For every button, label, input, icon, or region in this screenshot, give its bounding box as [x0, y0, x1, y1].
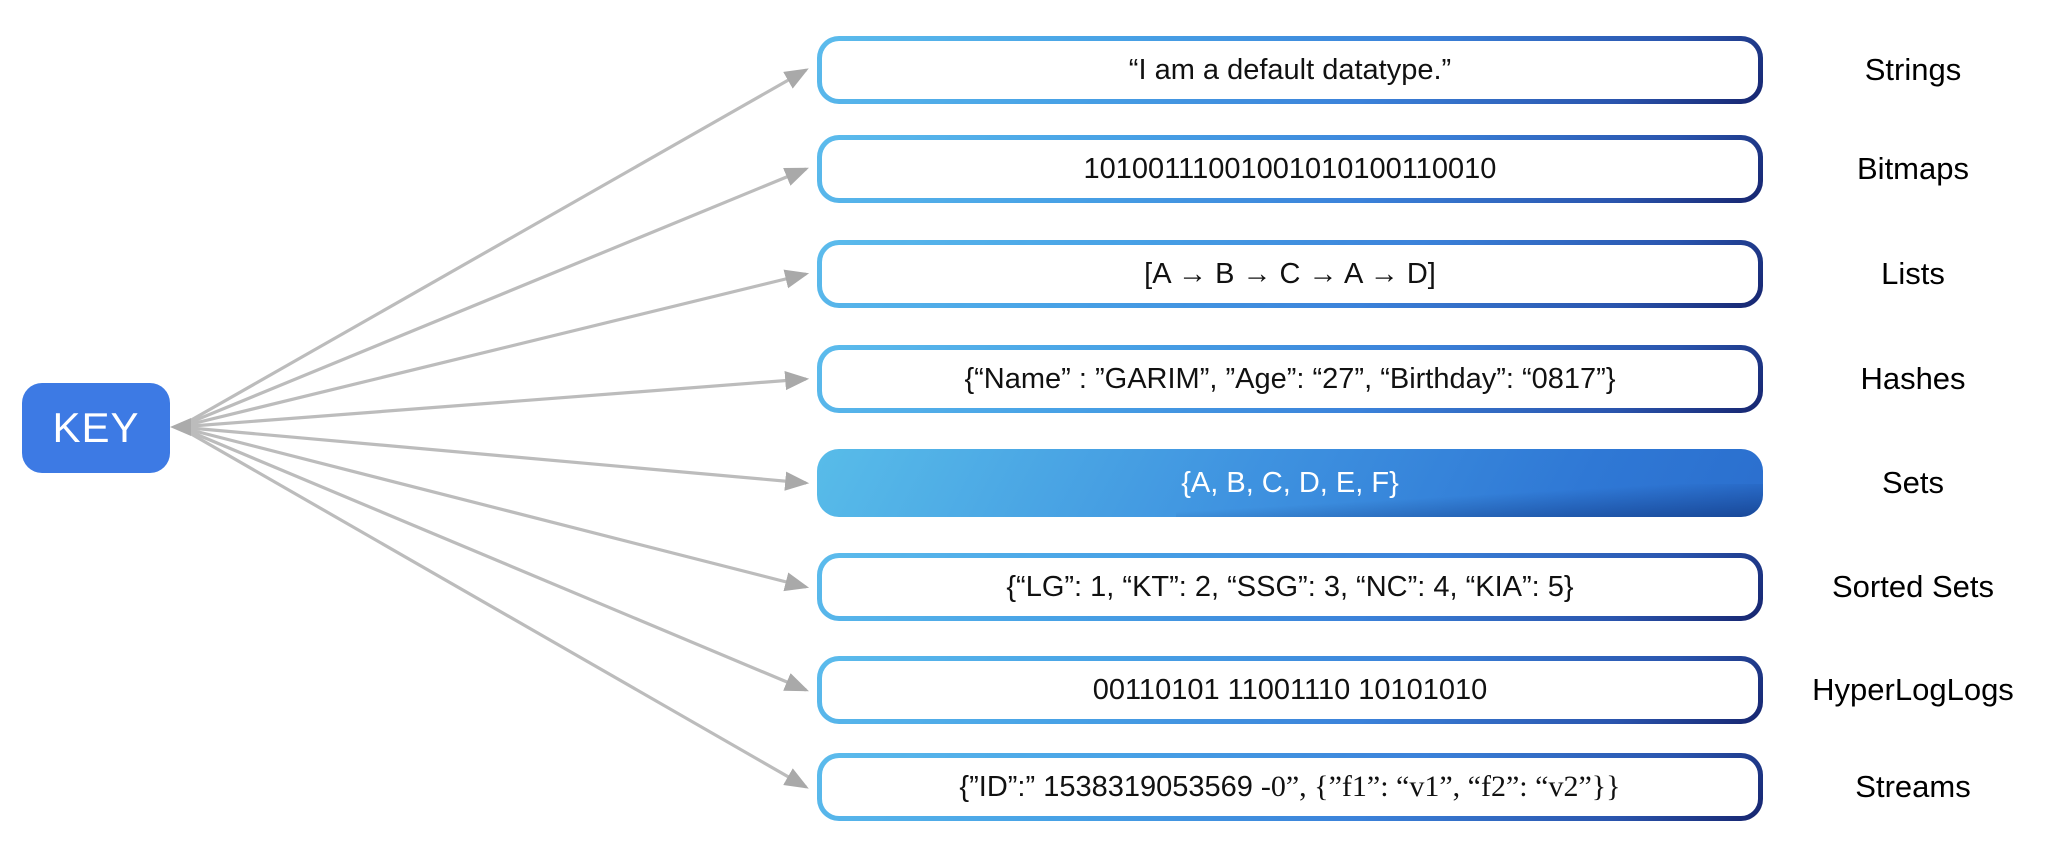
value-box-strings: “I am a default datatype.” [817, 36, 1763, 104]
arrow-to-lists [178, 269, 810, 429]
type-label-hashes: Hashes [1860, 361, 1966, 396]
sets-value: {A, B, C, D, E, F} [1181, 466, 1399, 499]
value-box-streams: {”ID”:” 1538319053569 -0”, {”f1”: “v1”, … [817, 753, 1763, 821]
sorted-sets-value: {“LG”: 1, “KT”: 2, “SSG”: 3, “NC”: 4, “K… [1006, 570, 1574, 603]
strings-value: “I am a default datatype.” [1128, 53, 1452, 86]
type-label-sets: Sets [1881, 465, 1945, 500]
arrowhead-at-key [170, 418, 191, 436]
value-box-bitmaps: 10100111001001010100110010 [817, 135, 1763, 203]
arrow-to-hashes [178, 371, 810, 429]
value-box-hyperloglogs: 00110101 11001110 10101010 [817, 656, 1763, 724]
value-box-sorted-sets: {“LG”: 1, “KT”: 2, “SSG”: 3, “NC”: 4, “K… [817, 553, 1763, 621]
bitmaps-value: 10100111001001010100110010 [1083, 152, 1497, 185]
arrow-to-sets [178, 425, 810, 491]
streams-value-serif: -0”, {”f1”: “v1”, “f2”: “v2”}} [1260, 770, 1621, 803]
hashes-value: {“Name” : ”GARIM”, ”Age”: “27”, “Birthda… [964, 362, 1616, 395]
arrow-to-streams [178, 425, 809, 789]
value-box-sets: {A, B, C, D, E, F} [817, 449, 1763, 517]
type-label-hyperloglogs: HyperLogLogs [1812, 672, 2014, 707]
type-label-streams: Streams [1855, 769, 1971, 804]
type-label-lists: Lists [1881, 256, 1945, 291]
arrow-to-sorted-sets [178, 425, 810, 592]
arrow-to-strings [178, 68, 809, 429]
type-label-strings: Strings [1864, 52, 1962, 87]
value-box-lists: [A → B → C → A → D] [817, 240, 1763, 308]
type-label-bitmaps: Bitmaps [1857, 151, 1969, 186]
key-node: KEY [22, 383, 170, 473]
hyperloglogs-value: 00110101 11001110 10101010 [1092, 673, 1488, 706]
key-node-label: KEY [52, 404, 140, 451]
streams-value-sans: {”ID”:” 1538319053569 [959, 770, 1253, 803]
type-label-sorted-sets: Sorted Sets [1832, 569, 1994, 604]
arrow-to-bitmaps [178, 167, 809, 429]
lists-value: [A → B → C → A → D] [1144, 257, 1436, 290]
arrow-to-hyperloglogs [178, 425, 809, 692]
value-box-hashes: {“Name” : ”GARIM”, ”Age”: “27”, “Birthda… [817, 345, 1763, 413]
